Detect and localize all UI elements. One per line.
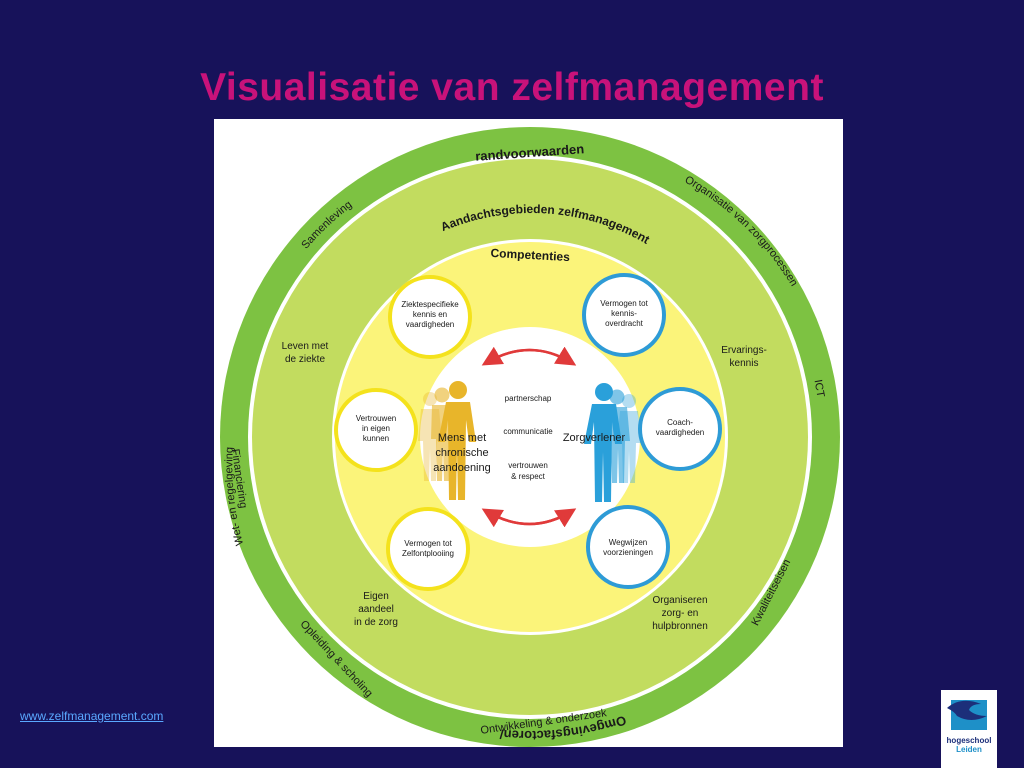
competence-vertrouwen: Vertrouwen in eigen kunnen	[334, 388, 418, 472]
competence-zelfontplooiing: Vermogen tot Zelfontplooiing	[386, 507, 470, 591]
competence-text: kennis-	[611, 309, 637, 318]
competence-text: kennis en	[413, 310, 447, 319]
label-eigen-2: aandeel	[358, 604, 394, 615]
vertrouwen-label-1: vertrouwen	[508, 461, 548, 470]
competence-text: Wegwijzen	[609, 538, 648, 547]
caregiver-main-figure	[584, 383, 622, 502]
label-leven-1: Leven met	[282, 341, 329, 352]
competence-circle	[582, 273, 666, 357]
person-label-1: Mens met	[438, 432, 486, 444]
person-label-2: chronische	[435, 447, 488, 459]
competence-circles: Ziektespecifieke kennis en vaardigheden …	[334, 273, 722, 591]
competence-text: Coach-	[667, 418, 693, 427]
logo-text-line1: hogeschool	[946, 736, 992, 745]
arrow-top-reverse	[481, 346, 573, 366]
competence-circle	[386, 507, 470, 591]
outer-label-ict: ICT	[812, 379, 827, 399]
competence-circle	[638, 387, 722, 471]
diagram-panel: Omgevingsfactoren/ randvoorwaarden Samen…	[214, 119, 843, 747]
vertrouwen-label-2: & respect	[511, 472, 546, 481]
competence-text: Zelfontplooiing	[402, 549, 454, 558]
label-organiseren-2: zorg- en	[662, 608, 699, 619]
caregiver-shadow-figure	[606, 389, 630, 483]
competence-text: Vermogen tot	[404, 539, 452, 548]
logo-text: hogeschool Leiden	[941, 736, 997, 754]
competence-text: kunnen	[363, 434, 389, 443]
logo-bird-icon	[947, 700, 987, 730]
zelfmanagement-diagram: Omgevingsfactoren/ randvoorwaarden Samen…	[220, 127, 840, 747]
competence-circle	[388, 275, 472, 359]
communicatie-label: communicatie	[503, 427, 553, 436]
competence-circle	[334, 388, 418, 472]
competence-text: vaardigheden	[656, 428, 704, 437]
hogeschool-leiden-logo: hogeschool Leiden	[941, 690, 997, 768]
center-circle	[420, 327, 640, 547]
competence-text: Vermogen tot	[600, 299, 648, 308]
caregiver-label: Zorgverlener	[563, 432, 626, 444]
caregiver-figure-group	[584, 383, 641, 502]
competence-text: vaardigheden	[406, 320, 454, 329]
competenties-label: Competenties	[490, 246, 570, 264]
person-figure-group	[418, 381, 476, 500]
competence-kennisoverdracht: Vermogen tot kennis- overdracht	[582, 273, 666, 357]
label-ervarings-2: kennis	[730, 358, 759, 369]
arrow-bottom-reverse	[481, 508, 573, 528]
label-eigen-1: Eigen	[363, 591, 389, 602]
competence-text: voorzieningen	[603, 548, 653, 557]
label-ervarings-1: Ervarings-	[721, 345, 767, 356]
page-title: Visualisatie van zelfmanagement	[200, 66, 824, 109]
label-eigen-3: in de zorg	[354, 617, 398, 628]
label-leven-2: de ziekte	[285, 354, 325, 365]
competence-text: Ziektespecifieke	[401, 300, 459, 309]
competence-text: in eigen	[362, 424, 390, 433]
person-label-3: aandoening	[433, 462, 491, 474]
competence-text: overdracht	[605, 319, 644, 328]
logo-text-line2: Leiden	[956, 745, 982, 754]
competence-wegwijzen: Wegwijzen voorzieningen	[586, 505, 670, 589]
person-main-figure	[438, 381, 476, 500]
website-link[interactable]: www.zelfmanagement.com	[20, 709, 164, 723]
label-organiseren-1: Organiseren	[652, 595, 707, 606]
label-organiseren-3: hulpbronnen	[652, 621, 708, 632]
competence-circle	[586, 505, 670, 589]
partnerschap-label: partnerschap	[505, 394, 552, 403]
competence-ziektespecifieke: Ziektespecifieke kennis en vaardigheden	[388, 275, 472, 359]
competence-coachvaardigheden: Coach- vaardigheden	[638, 387, 722, 471]
competence-text: Vertrouwen	[356, 414, 396, 423]
